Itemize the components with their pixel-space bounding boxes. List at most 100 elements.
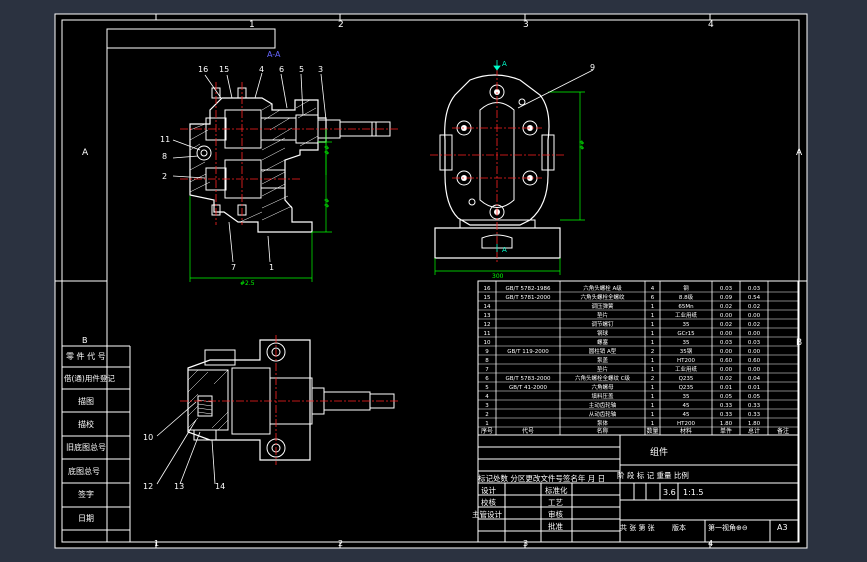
bom-cell-w: 0.00	[720, 367, 733, 373]
title-review: 审核	[548, 509, 563, 519]
bom-cell-name: 垫片	[597, 311, 608, 319]
callout-16: 16	[198, 65, 208, 74]
title-stage-header: 阶 段 标 记 重量 比例	[617, 470, 689, 480]
left-row-7: 日期	[78, 514, 94, 523]
bom-cell-qty: 1	[651, 340, 655, 346]
bom-cell-qty: 1	[651, 421, 655, 427]
bom-cell-code: GB/T 5781-2000	[506, 295, 551, 301]
callout-2: 2	[162, 172, 167, 181]
bom-cell-name: 钢球	[597, 329, 609, 337]
bom-cell-code: GB/T 5783-2000	[506, 376, 551, 382]
bom-header-name: 名称	[596, 427, 608, 435]
bom-cell-no: 10	[484, 340, 491, 346]
callout-3: 3	[318, 65, 323, 74]
bom-cell-w2: 0.05	[748, 394, 761, 400]
bom-cell-name: 从动齿轮轴	[589, 410, 617, 418]
bom-cell-no: 4	[485, 394, 489, 400]
bom-cell-w2: 0.00	[748, 313, 761, 319]
left-row-3: 描校	[78, 419, 94, 429]
dim-base-width: 300	[492, 273, 504, 280]
zone-top-1: 1	[249, 20, 255, 30]
bom-cell-qty: 6	[651, 295, 655, 301]
bom-cell-name: 螺塞	[597, 338, 609, 346]
bom-cell-no: 3	[485, 403, 489, 409]
section-view-a-a: A-A	[160, 50, 398, 287]
bom-cell-name: 垫片	[597, 365, 608, 373]
bom-cell-qty: 2	[651, 376, 655, 382]
left-row-2: 描图	[78, 396, 94, 406]
title-approve: 批准	[548, 521, 563, 531]
title-size: A3	[777, 523, 788, 532]
bom-cell-w: 0.00	[720, 349, 733, 355]
bom-cell-w2: 0.03	[748, 286, 761, 292]
left-info-block	[61, 280, 131, 543]
bom-cell-w: 0.02	[720, 304, 732, 310]
bom-cell-w2: 0.33	[748, 412, 761, 418]
bom-header-qty: 数量	[646, 427, 658, 435]
bom-cell-mat: GCr15	[677, 331, 695, 337]
bom-cell-qty: 1	[651, 385, 655, 391]
zone-bottom-1: 1	[154, 539, 159, 548]
bom-cell-no: 9	[485, 349, 489, 355]
callout-9: 9	[590, 63, 595, 72]
title-chief: 主管设计	[472, 509, 502, 519]
bom-cell-w: 0.03	[720, 340, 733, 346]
bom-cell-name: 六角头螺栓 A级	[583, 284, 622, 292]
bom-cell-w: 0.02	[720, 322, 732, 328]
title-version: 版本	[672, 523, 686, 532]
bom-cell-no: 11	[484, 331, 491, 337]
bom-cell-qty: 1	[651, 403, 655, 409]
zone-right-a: A	[796, 148, 803, 158]
zone-bottom-2: 2	[338, 539, 343, 548]
bom-cell-no: 13	[484, 313, 491, 319]
bom-cell-qty: 1	[651, 304, 655, 310]
callout-8: 8	[162, 152, 167, 161]
bom-cell-name: 主动齿轮轴	[589, 401, 617, 409]
title-projection: 第一视角⊕⊖	[708, 523, 748, 532]
bom-cell-w2: 0.33	[748, 403, 761, 409]
bom-cell-w2: 0.02	[748, 304, 760, 310]
bom-cell-no: 16	[484, 286, 491, 292]
bom-cell-name: 调压弹簧	[591, 302, 614, 310]
bom-cell-w2: 0.04	[748, 376, 761, 382]
bom-cell-mat: 45	[683, 412, 690, 418]
bom-cell-mat: HT200	[677, 358, 695, 364]
title-sheets: 共 张 第 张	[620, 523, 655, 532]
bom-header-w2: 总计	[748, 427, 760, 435]
bom-cell-qty: 2	[651, 349, 655, 355]
left-header: 零 件 代 号	[66, 351, 106, 361]
bom-cell-w2: 0.03	[748, 340, 761, 346]
dim-shaft-height: ##	[324, 145, 331, 155]
title-weight: 3.6	[663, 488, 676, 497]
bom-cell-w: 0.00	[720, 313, 733, 319]
callout-13: 13	[174, 482, 184, 491]
bom-cell-qty: 1	[651, 358, 655, 364]
callout-7: 7	[231, 263, 236, 272]
bom-cell-w: 0.00	[720, 331, 733, 337]
bom-cell-mat: 工业用纸	[675, 365, 698, 373]
bom-cell-w2: 0.02	[748, 322, 760, 328]
bom-cell-code: GB/T 119-2000	[507, 349, 549, 355]
bom-cell-name: 六角螺母	[591, 383, 614, 391]
callout-15: 15	[219, 65, 229, 74]
title-process: 工艺	[548, 498, 563, 507]
bom-cell-mat: Q235	[679, 376, 694, 382]
bom-cell-mat: 钢	[683, 284, 689, 292]
bom-cell-mat: 8.8级	[679, 293, 694, 301]
bom-header-note: 备注	[777, 427, 789, 435]
title-scale: 1:1.5	[683, 488, 704, 497]
bom-header-mat: 材料	[680, 427, 692, 435]
callout-4: 4	[259, 65, 264, 74]
bom-cell-mat: 35	[683, 394, 690, 400]
bom-cell-w2: 0.00	[748, 349, 761, 355]
callout-10: 10	[143, 433, 153, 442]
bom-cell-no: 7	[485, 367, 489, 373]
bom-header-no: 序号	[481, 427, 493, 435]
bom-cell-w: 0.09	[720, 295, 733, 301]
bom-cell-no: 12	[484, 322, 491, 328]
section-mark-top: A	[502, 60, 507, 68]
bom-cell-no: 8	[485, 358, 489, 364]
zone-bottom-3: 3	[523, 539, 528, 548]
bom-cell-w: 0.03	[720, 286, 733, 292]
